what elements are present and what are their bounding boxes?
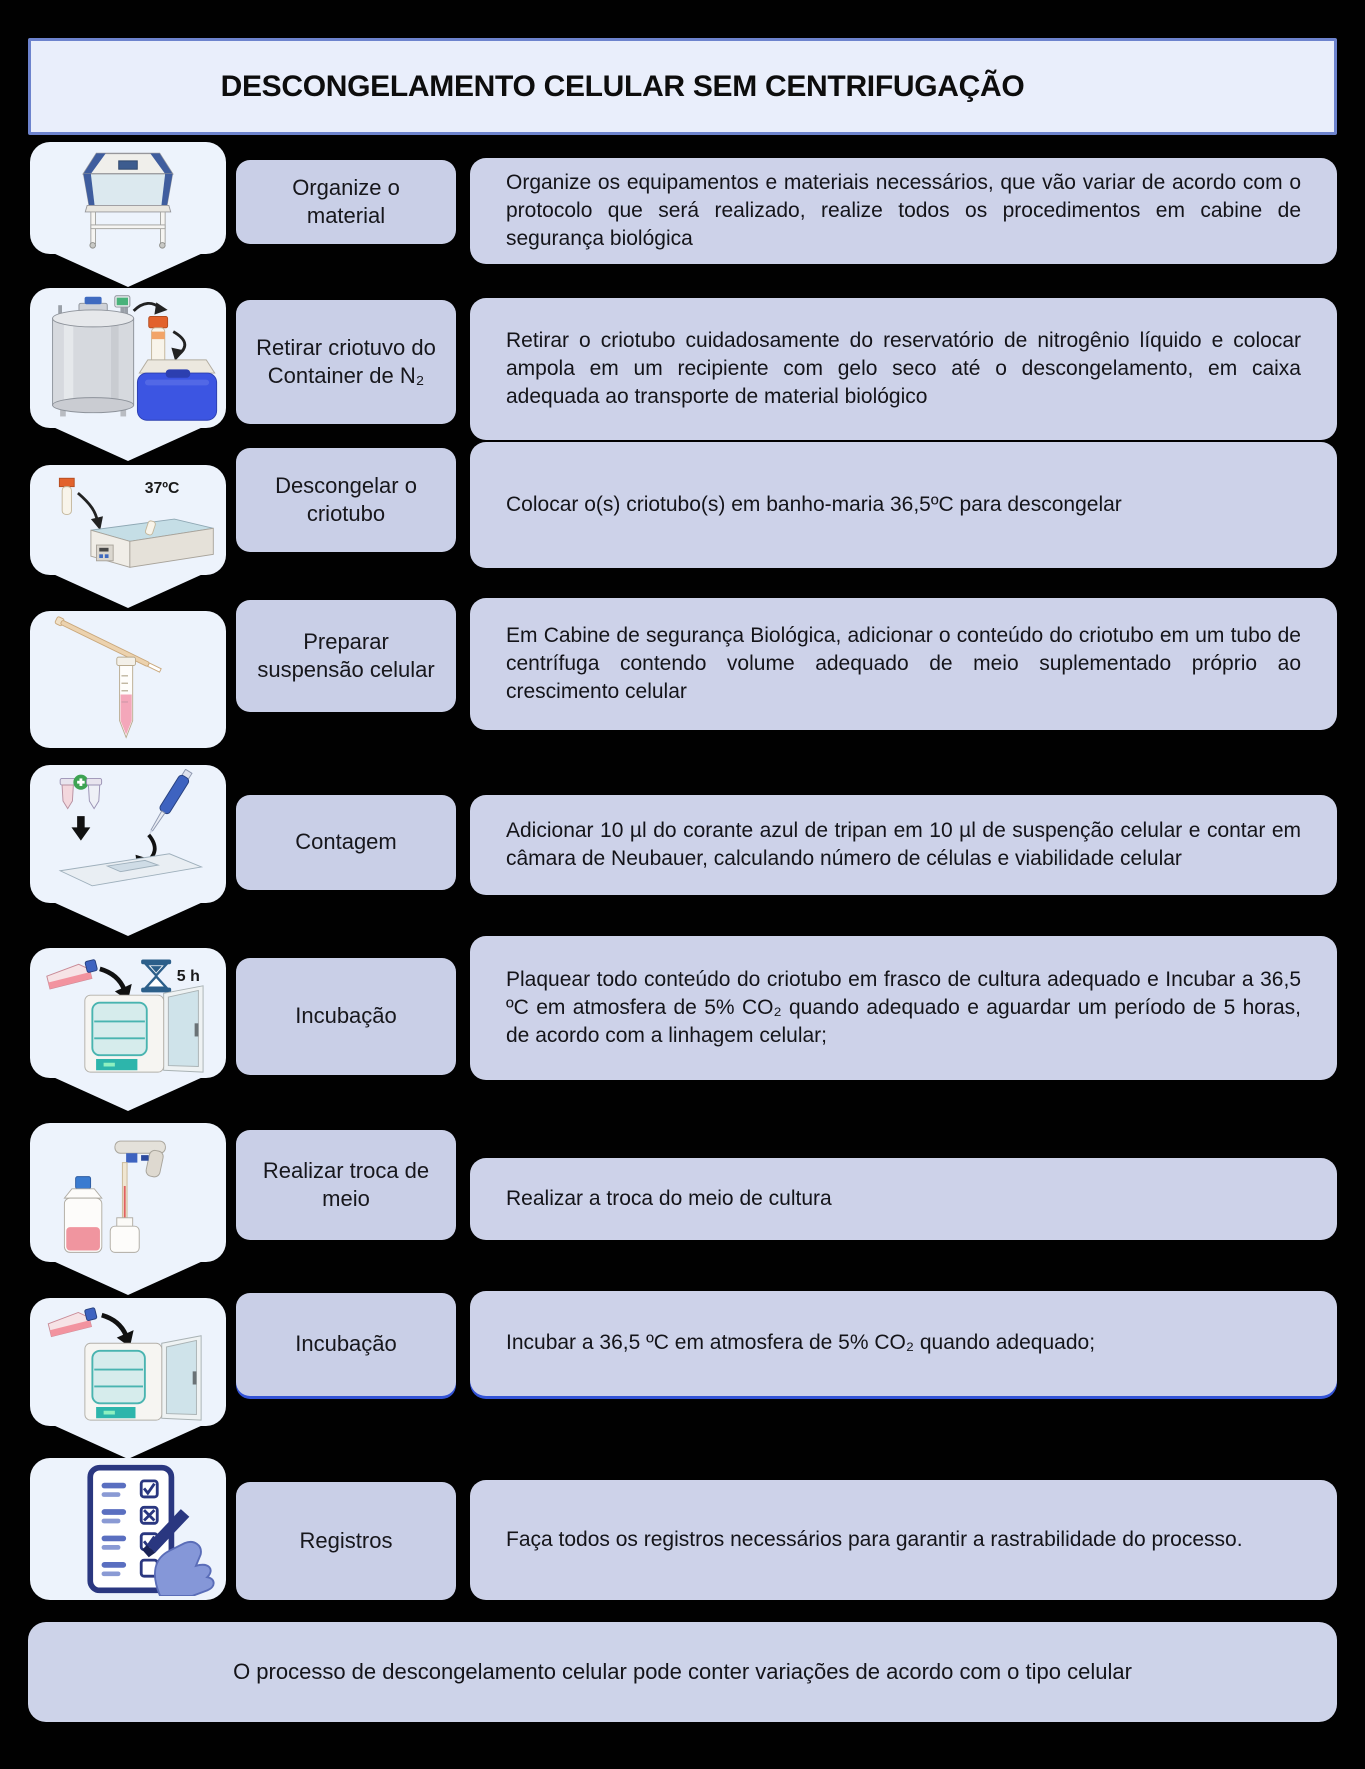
biosafety-cabinet-icon (82, 152, 174, 249)
step-7-description: Realizar a troca do meio de cultura (470, 1158, 1337, 1240)
step-8-icon-box (30, 1298, 226, 1426)
step-description-text: Adicionar 10 µl do corante azul de tripa… (506, 818, 1301, 870)
incubation-time-label: 5 h (177, 968, 200, 985)
nitrogen-container-cryotube-cooler-icon (52, 295, 218, 421)
step-2-icon-box (30, 288, 226, 428)
step-5-icon-box (30, 765, 226, 903)
flow-arrow-down (53, 1261, 203, 1295)
water-bath-icon: 37ºC (58, 477, 214, 568)
step-5-description: Adicionar 10 µl do corante azul de tripa… (470, 795, 1337, 895)
culture-flask (47, 1307, 98, 1338)
step-8-label: Incubação (236, 1293, 456, 1396)
step-3-label: Descongelar o criotubo (236, 448, 456, 552)
step-7-icon-box (30, 1123, 226, 1262)
page-title: DESCONGELAMENTO CELULAR SEM CENTRIFUGAÇÃ… (220, 69, 1025, 103)
step-9-description: Faça todos os registros necessários para… (470, 1480, 1337, 1600)
flow-arrow-down (53, 427, 203, 461)
step-1-label: Organize o material (236, 160, 456, 244)
step-2-label: Retirar criotuvo do Container de N₂ (236, 300, 456, 424)
footer-text: O processo de descongelamento celular po… (233, 1659, 1132, 1684)
step-9-icon-box (30, 1458, 226, 1600)
footer-note: O processo de descongelamento celular po… (28, 1622, 1337, 1722)
step-1-icon-box (30, 142, 226, 254)
step-label-text: Organize o material (292, 174, 400, 228)
flow-arrow-down (53, 1077, 203, 1111)
step-label-text: Descongelar o criotubo (275, 472, 417, 526)
step-description-text: Incubar a 36,5 ºC em atmosfera de 5% CO₂… (506, 1331, 1096, 1355)
cell-counting-neubauer-icon (58, 769, 204, 887)
step-4-description: Em Cabine de segurança Biológica, adicio… (470, 598, 1337, 730)
step-label-text: Contagem (295, 829, 397, 855)
flow-arrow-down (53, 902, 203, 936)
step-9-label: Registros (236, 1482, 456, 1600)
flow-arrow-down (53, 253, 203, 287)
step-description-text: Retirar o criotubo cuidadosamente do res… (506, 328, 1301, 409)
step-8-description: Incubar a 36,5 ºC em atmosfera de 5% CO₂… (470, 1291, 1337, 1396)
step-label-text: Retirar criotuvo do Container de N₂ (256, 334, 436, 388)
step-description-text: Em Cabine de segurança Biológica, adicio… (506, 623, 1301, 704)
step-4-icon-box (30, 611, 226, 748)
step-6-label: Incubação (236, 958, 456, 1075)
step-3-description: Colocar o(s) criotubo(s) em banho-maria … (470, 442, 1337, 568)
floating-cryotube (144, 520, 156, 536)
hourglass (141, 959, 172, 993)
step-label-text: Preparar suspensão celular (257, 628, 435, 682)
hand-with-pen (142, 1509, 215, 1596)
incubator-hourglass-icon: 5 h (46, 959, 204, 1073)
step-3-icon-box: 37ºC (30, 465, 226, 575)
step-label-text: Incubação (295, 1331, 397, 1357)
step-1-description: Organize os equipamentos e materiais nec… (470, 158, 1337, 264)
media-change-pipettor-bottles-icon (63, 1140, 166, 1253)
step-description-text: Organize os equipamentos e materiais nec… (506, 170, 1301, 251)
serological-pipette (54, 615, 162, 673)
step-description-text: Colocar o(s) criotubo(s) em banho-maria … (506, 492, 1122, 516)
step-description-text: Plaquear todo conteúdo do criotubo em fr… (506, 967, 1301, 1048)
flow-arrow-down (53, 1425, 203, 1459)
step-6-description: Plaquear todo conteúdo do criotubo em fr… (470, 936, 1337, 1080)
incubator-flask-icon (47, 1307, 202, 1421)
flow-arrow-down (53, 574, 203, 608)
step-7-label: Realizar troca de meio (236, 1130, 456, 1240)
water-bath-temperature-label: 37ºC (145, 480, 180, 497)
pipette-and-conical-tube-icon (54, 615, 162, 739)
title-banner: DESCONGELAMENTO CELULAR SEM CENTRIFUGAÇÃ… (28, 38, 1337, 135)
step-2-description: Retirar o criotubo cuidadosamente do res… (470, 298, 1337, 440)
micropipette (145, 769, 193, 841)
step-5-label: Contagem (236, 795, 456, 890)
step-label-text: Registros (299, 1527, 393, 1553)
step-description-text: Faça todos os registros necessários para… (506, 1527, 1243, 1551)
step-label-text: Incubação (295, 1003, 397, 1029)
culture-flask (46, 959, 98, 990)
step-description-text: Realizar a troca do meio de cultura (506, 1186, 832, 1210)
records-checklist-icon (87, 1464, 215, 1596)
step-label-text: Realizar troca de meio (262, 1157, 430, 1211)
step-6-icon-box: 5 h (30, 948, 226, 1078)
step-4-label: Preparar suspensão celular (236, 600, 456, 712)
